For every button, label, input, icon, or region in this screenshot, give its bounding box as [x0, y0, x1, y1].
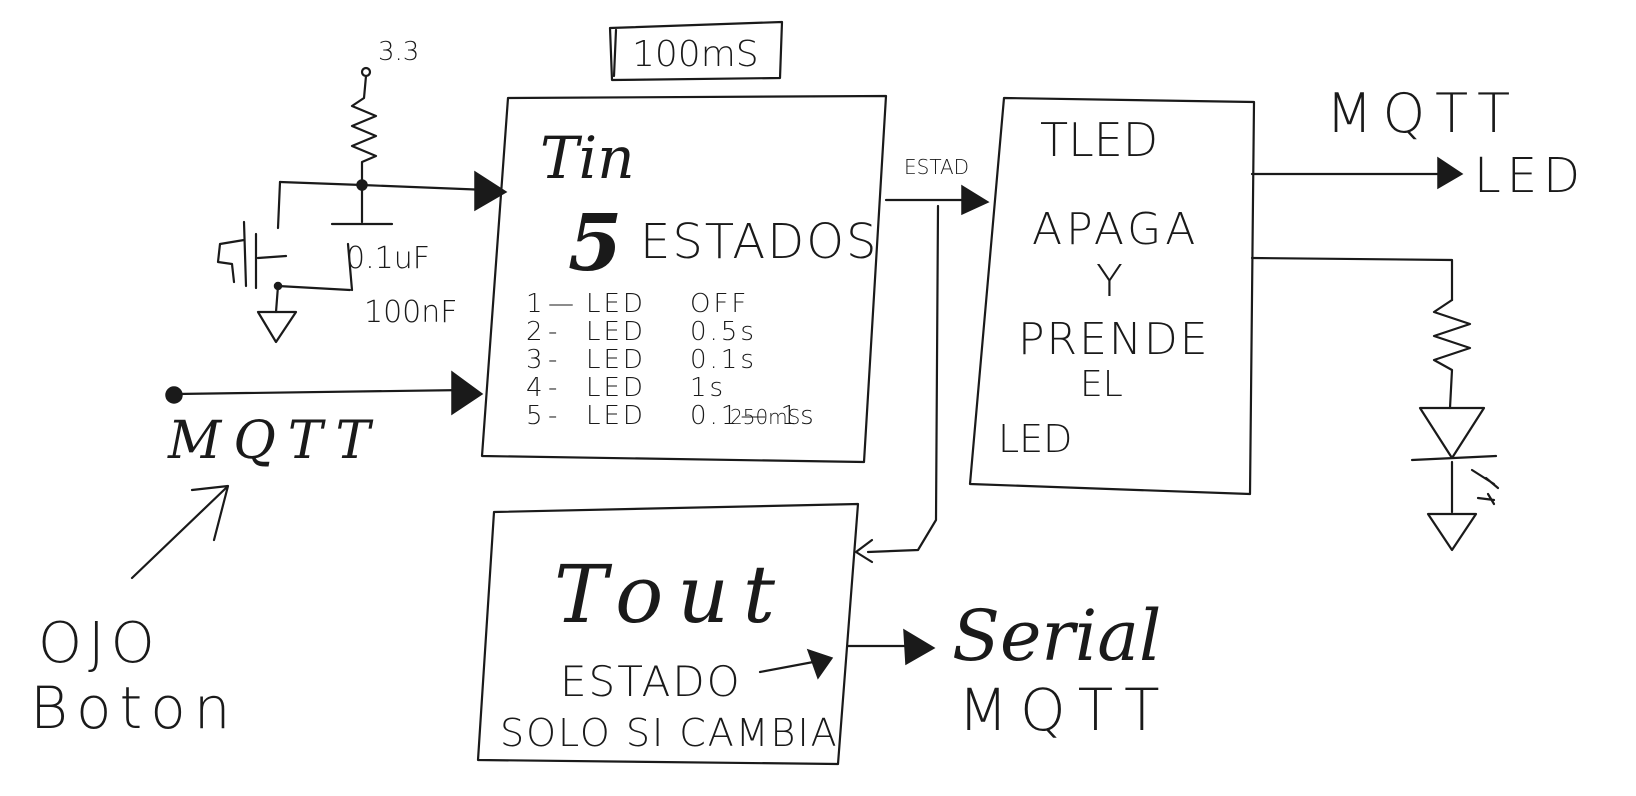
- tin-estados-count: 5: [568, 198, 622, 289]
- tin-state-number: 3: [526, 345, 546, 375]
- tin-state-name: LED: [586, 317, 646, 347]
- physical-led-output: [1250, 256, 1500, 552]
- tin-state-value: 0.1s: [690, 345, 757, 375]
- timing-box: 100mS: [608, 20, 784, 82]
- ojo-note: OJO Boton: [30, 484, 238, 742]
- serial-output: Serial MQTT: [846, 595, 1172, 744]
- led-diode-icon: [1410, 406, 1498, 462]
- supply-label: 3.3: [378, 37, 419, 67]
- tin-state-item: 2-LED 0.5s: [526, 317, 757, 347]
- serial-arrow: [903, 628, 936, 666]
- ground-icon: [256, 310, 298, 344]
- tled-line2: Y: [1096, 256, 1123, 307]
- tin-state-number: 5: [526, 401, 546, 431]
- button-circuit: 3.3 0.1uF 100nF: [216, 37, 508, 344]
- tled-line3: PRENDE: [1018, 314, 1210, 365]
- tin-state-item: 1— LED OFF: [526, 289, 749, 319]
- pullup-resistor: [350, 74, 378, 186]
- tin-state-name: LED: [586, 289, 646, 319]
- led-resistor: [1432, 298, 1472, 410]
- tout-line1: ESTADO: [560, 657, 742, 706]
- timing-label: 100mS: [632, 34, 759, 75]
- tout-input-arrow: [854, 538, 874, 564]
- tin-state-value: 0.5s: [690, 317, 757, 347]
- serial-label: Serial: [952, 595, 1161, 677]
- tout-block: Tout ESTADO SOLO SI CAMBIA: [476, 502, 860, 766]
- mqtt-input: MQTT: [165, 370, 484, 471]
- tin-input-arrow: [474, 170, 508, 212]
- tled-title: TLED: [1040, 113, 1158, 167]
- tin-state-number: 1: [526, 289, 546, 319]
- estado-connection: ESTAD: [854, 155, 990, 564]
- tled-line1: APAGA: [1032, 204, 1199, 255]
- supply-terminal: [360, 66, 372, 78]
- tled-line4: EL: [1080, 364, 1123, 405]
- tin-state-separator: —: [548, 289, 577, 319]
- tin-state-number: 2: [526, 317, 546, 347]
- mqtt-led-output: MQTT LED: [1250, 82, 1586, 204]
- ojo-note-text: OJO: [38, 611, 161, 676]
- tin-state-name: LED: [586, 401, 646, 431]
- serial-mqtt-label: MQTT: [958, 676, 1172, 744]
- tout-line2: SOLO SI CAMBIA: [500, 711, 839, 755]
- tin-state-separator: -: [548, 345, 560, 375]
- mqtt-input-arrow: [451, 370, 484, 416]
- tin-state-separator: -: [548, 401, 560, 431]
- tout-title: Tout: [554, 548, 789, 641]
- tin-state-item: 4-LED 1s: [526, 373, 726, 403]
- tled-line5: LED: [998, 417, 1072, 461]
- tin-note-250: 250mS: [730, 405, 800, 429]
- tout-internal-arrow: [806, 648, 834, 680]
- boton-note-text: Boton: [30, 674, 238, 742]
- tin-state-item: 3-LED 0.1s: [526, 345, 757, 375]
- mqtt-led-arrow: [1437, 156, 1464, 190]
- tin-state-separator: -: [548, 317, 560, 347]
- tin-estados-label: ESTADOS: [640, 214, 878, 270]
- tled-input-arrow: [961, 184, 990, 216]
- tin-state-name: LED: [586, 345, 646, 375]
- tin-state-value: 1s: [690, 373, 726, 403]
- tled-block: TLED APAGA Y PRENDE EL LED: [968, 96, 1256, 496]
- tin-state-number: 4: [526, 373, 546, 403]
- mqtt-input-label: MQTT: [167, 411, 382, 471]
- tin-state-name: LED: [586, 373, 646, 403]
- tin-title: Tin: [540, 124, 635, 192]
- capacitor-alt-label: 100nF: [364, 295, 458, 330]
- estado-arrow-label: ESTAD: [904, 155, 969, 179]
- tin-state-value: 0.1— 1s: [690, 401, 817, 431]
- led-ground-icon: [1426, 512, 1478, 552]
- push-button-icon: [216, 220, 288, 290]
- capacitor-label: 0.1uF: [346, 241, 430, 276]
- tin-state-separator: -: [548, 373, 560, 403]
- tin-state-value: OFF: [690, 289, 749, 319]
- mqtt-output-label: MQTT: [1326, 82, 1520, 145]
- led-output-label: LED: [1474, 148, 1586, 204]
- tin-state-item: 5-LED 0.1— 1s: [526, 401, 817, 431]
